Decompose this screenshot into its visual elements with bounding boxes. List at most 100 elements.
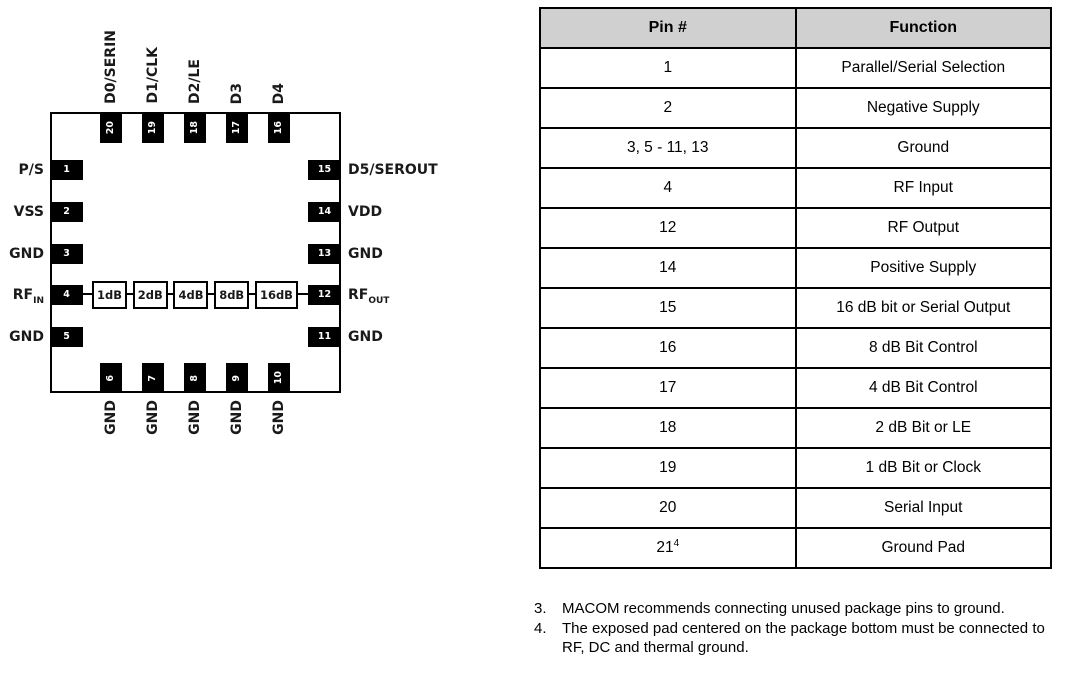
attenuator-block-2dB: 2dB (132, 281, 168, 309)
footnote-text: The exposed pad centered on the package … (562, 619, 1045, 657)
pin-number-cell: 12 (539, 207, 797, 249)
left-pin-label-3: GND (9, 246, 44, 262)
pin-function-cell: Ground (794, 127, 1052, 169)
footnote-3: 3. MACOM recommends connecting unused pa… (534, 599, 1062, 619)
left-pin-label-2: VSS (13, 204, 44, 220)
bottom-pin-label-7: GND (140, 400, 166, 464)
right-pin-label-14: VDD (348, 204, 383, 220)
pin-function-cell: 2 dB Bit or LE (794, 407, 1052, 449)
footnote-number: 4. (534, 619, 547, 637)
left-pin-label-4: RFIN (12, 287, 44, 306)
right-pin-label-12: RFOUT (348, 287, 390, 306)
package-pin-7: 7 (142, 363, 164, 393)
pin-number-label: 16 (273, 121, 285, 135)
pin-function-cell: 8 dB Bit Control (794, 327, 1052, 369)
top-pin-label-18: D2/LE (182, 6, 208, 104)
footnotes: 3. MACOM recommends connecting unused pa… (534, 599, 1062, 658)
pin-number-label: 8 (189, 374, 201, 382)
pin-number-label: 9 (231, 374, 243, 382)
pin-number-label: 20 (105, 121, 117, 135)
pin-number-label: 11 (317, 331, 332, 343)
pin-number-label: 3 (63, 248, 70, 260)
pin-number-label: 5 (63, 331, 70, 343)
package-pin-19: 19 (142, 113, 164, 143)
pin-function-cell: Ground Pad (794, 527, 1052, 569)
top-pin-label-20: D0/SERIN (98, 6, 124, 104)
pin-function-label: GND (187, 400, 203, 435)
top-pin-label-19: D1/CLK (140, 6, 166, 104)
pin-number-label: 12 (317, 289, 332, 301)
pin-number-cell: 1 (539, 47, 797, 89)
pin-number-label: 17 (231, 121, 243, 135)
pin-function-label: D0/SERIN (103, 30, 119, 104)
left-pin-label-5: GND (9, 329, 44, 345)
pin-function-label: GND (271, 400, 287, 435)
pin-number-cell: 18 (539, 407, 797, 449)
pin-function-cell: Positive Supply (794, 247, 1052, 289)
pin-number-label: 1 (63, 164, 70, 176)
right-pin-label-11: GND (348, 329, 383, 345)
package-pin-6: 6 (100, 363, 122, 393)
package-pin-20: 20 (100, 113, 122, 143)
pin-function-cell: 1 dB Bit or Clock (794, 447, 1052, 489)
function-header: Function (794, 7, 1052, 49)
attenuator-block-1dB: 1dB (92, 281, 127, 309)
pin-number-cell: 4 (539, 167, 797, 209)
pin-number-label: 10 (273, 371, 285, 385)
package-pin-13: 13 (308, 244, 341, 264)
footnote-number: 3. (534, 600, 547, 617)
pin-function-cell: Parallel/Serial Selection (794, 47, 1052, 89)
package-pin-3: 3 (50, 244, 83, 264)
attenuator-block-8dB: 8dB (214, 281, 250, 309)
attenuator-block-16dB: 16dB (254, 281, 298, 309)
bottom-pin-label-8: GND (182, 400, 208, 464)
pin-function-label: D4 (271, 82, 287, 104)
pin-number-cell: 3, 5 - 11, 13 (539, 127, 797, 169)
pin-number-cell: 214 (539, 527, 797, 569)
bottom-pin-label-9: GND (224, 400, 250, 464)
footnote-4: 4. The exposed pad centered on the packa… (534, 619, 1062, 658)
package-pin-1: 1 (50, 160, 83, 180)
pin-function-cell: 16 dB bit or Serial Output (794, 287, 1052, 329)
package-pin-17: 17 (226, 113, 248, 143)
bottom-pin-label-6: GND (98, 400, 124, 464)
package-pin-18: 18 (184, 113, 206, 143)
pin-function-label: D3 (229, 82, 245, 104)
pin-number-label: 2 (63, 206, 70, 218)
pin-function-label: D2/LE (187, 59, 203, 104)
pin-number-cell: 14 (539, 247, 797, 289)
bottom-pin-label-10: GND (266, 400, 292, 464)
pin-function-cell: RF Input (794, 167, 1052, 209)
pin-function-label: GND (145, 400, 161, 435)
package-pin-2: 2 (50, 202, 83, 222)
left-pin-label-1: P/S (18, 162, 44, 178)
package-pin-12: 12 (308, 285, 341, 305)
package-pin-4: 4 (50, 285, 83, 305)
pin-number-cell: 17 (539, 367, 797, 409)
top-pin-label-16: D4 (266, 6, 292, 104)
pin-number-cell: 20 (539, 487, 797, 529)
right-pin-label-13: GND (348, 246, 383, 262)
right-pin-label-15: D5/SEROUT (348, 162, 438, 178)
package-pin-9: 9 (226, 363, 248, 393)
pin-number-label: 13 (317, 248, 332, 260)
pin-function-label: GND (229, 400, 245, 435)
pin-function-cell: RF Output (794, 207, 1052, 249)
